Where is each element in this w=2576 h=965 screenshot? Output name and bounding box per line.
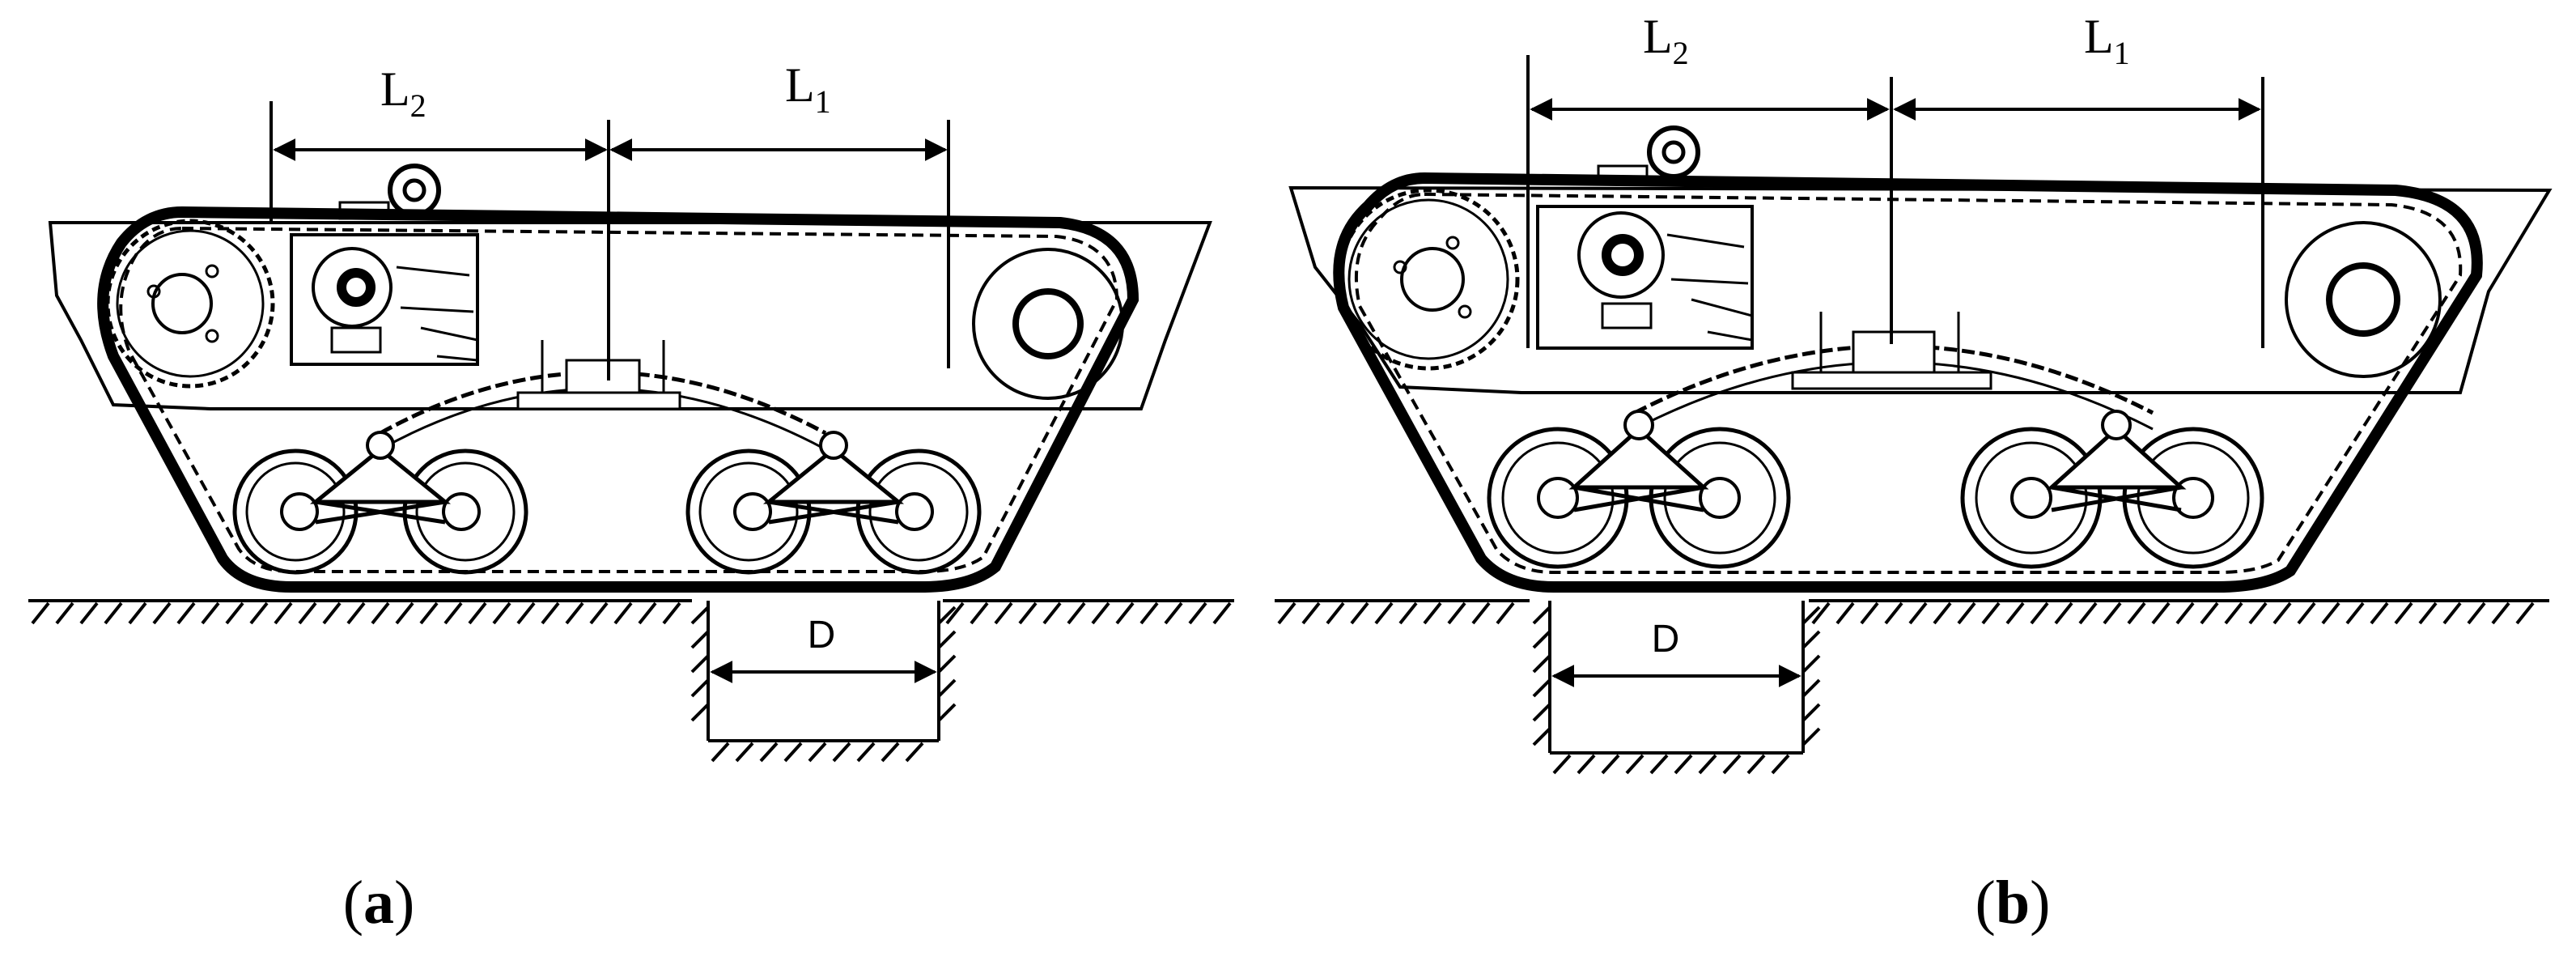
l2-label: L2 (380, 62, 427, 124)
motor-assembly (290, 233, 479, 366)
tracked-vehicle (48, 164, 1212, 593)
length-dimensions (1526, 55, 2264, 348)
panel-caption-b: (b) (1975, 869, 2051, 937)
gap-dimension: D (710, 614, 937, 683)
road-wheel-bogie-rear (1487, 410, 1791, 569)
l1-label: L1 (785, 58, 831, 120)
tracked-vehicle (1288, 125, 2553, 593)
road-wheel-bogie-front (685, 431, 982, 575)
idler-wheel (972, 248, 1124, 400)
l2-label: L2 (1643, 10, 1689, 71)
panel-a: D (28, 58, 1234, 937)
panel-caption-a: (a) (343, 869, 415, 937)
ditch (1532, 601, 1821, 775)
length-dimensions (269, 101, 950, 380)
road-wheel-bogie-front (1960, 410, 2264, 569)
idler-wheel (2285, 221, 2442, 378)
ground-surface (28, 599, 1234, 625)
ditch (690, 601, 957, 763)
gap-label: D (1652, 618, 1680, 661)
road-wheel-bogie-rear (232, 431, 528, 575)
panel-b: D (1275, 10, 2553, 937)
gap-dimension: D (1551, 618, 1802, 687)
l1-label: L1 (2084, 10, 2130, 71)
gap-label: D (808, 614, 836, 657)
center-suspension (379, 340, 827, 451)
motor-assembly (1536, 205, 1754, 350)
support-roller (1597, 125, 1700, 184)
ground-surface (1275, 599, 2549, 625)
support-roller (338, 164, 441, 220)
drive-sprocket (105, 219, 275, 389)
drive-sprocket (1337, 188, 1520, 371)
center-suspension (1633, 312, 2154, 431)
